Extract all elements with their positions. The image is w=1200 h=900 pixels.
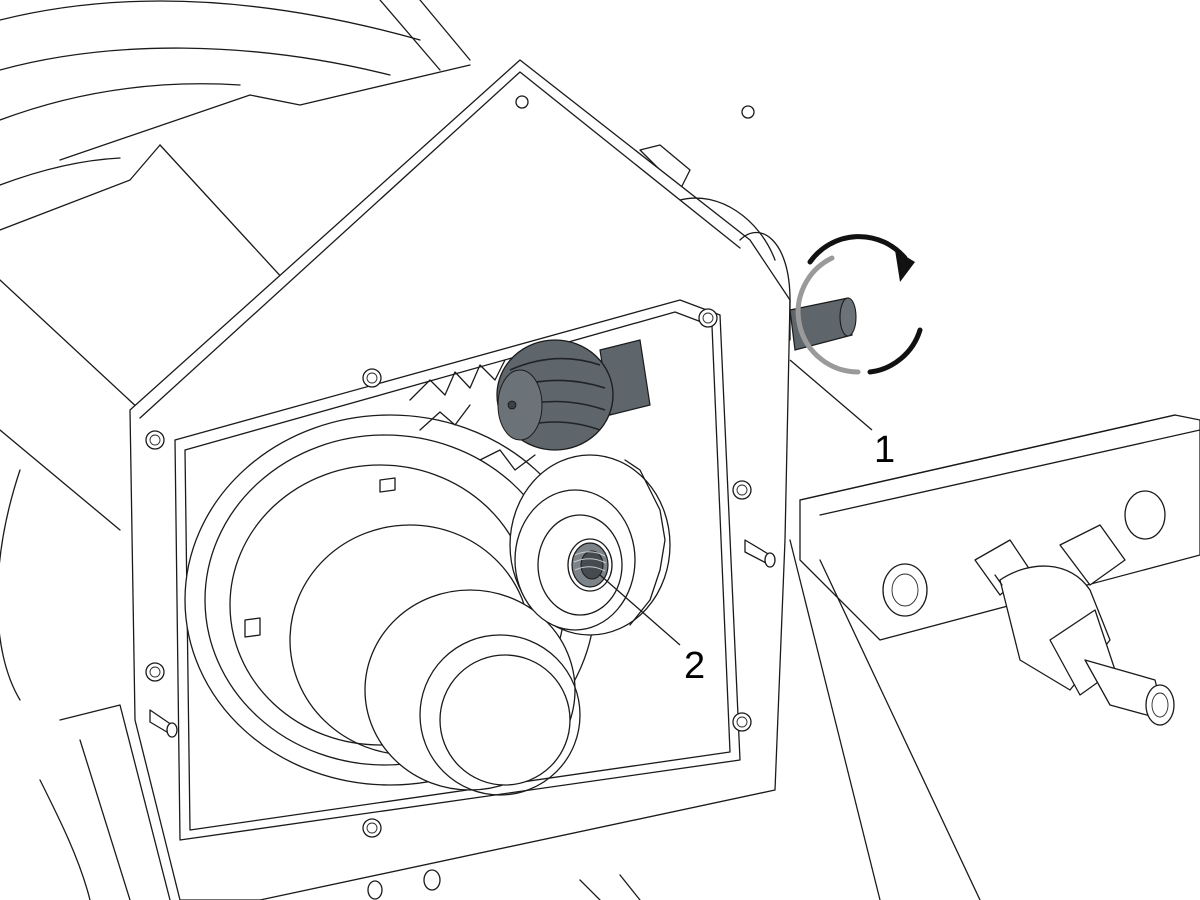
mounting-holes <box>145 95 755 838</box>
motor-housing <box>0 0 691 701</box>
rotation-arrow-icon <box>795 234 923 375</box>
threaded-insert <box>571 542 609 588</box>
callout-label-2: 2 <box>684 645 705 687</box>
dowel-pins <box>149 539 776 738</box>
leader-line-1 <box>789 359 873 431</box>
leader-line-2 <box>599 574 681 646</box>
side-bracket <box>679 197 1200 900</box>
spur-gear-teeth <box>409 359 536 471</box>
callout-label-1: 1 <box>874 429 895 471</box>
leader-lines <box>599 359 873 646</box>
valve-fitting <box>974 524 1175 726</box>
worm-gear <box>496 339 651 451</box>
base-structure <box>39 704 641 900</box>
